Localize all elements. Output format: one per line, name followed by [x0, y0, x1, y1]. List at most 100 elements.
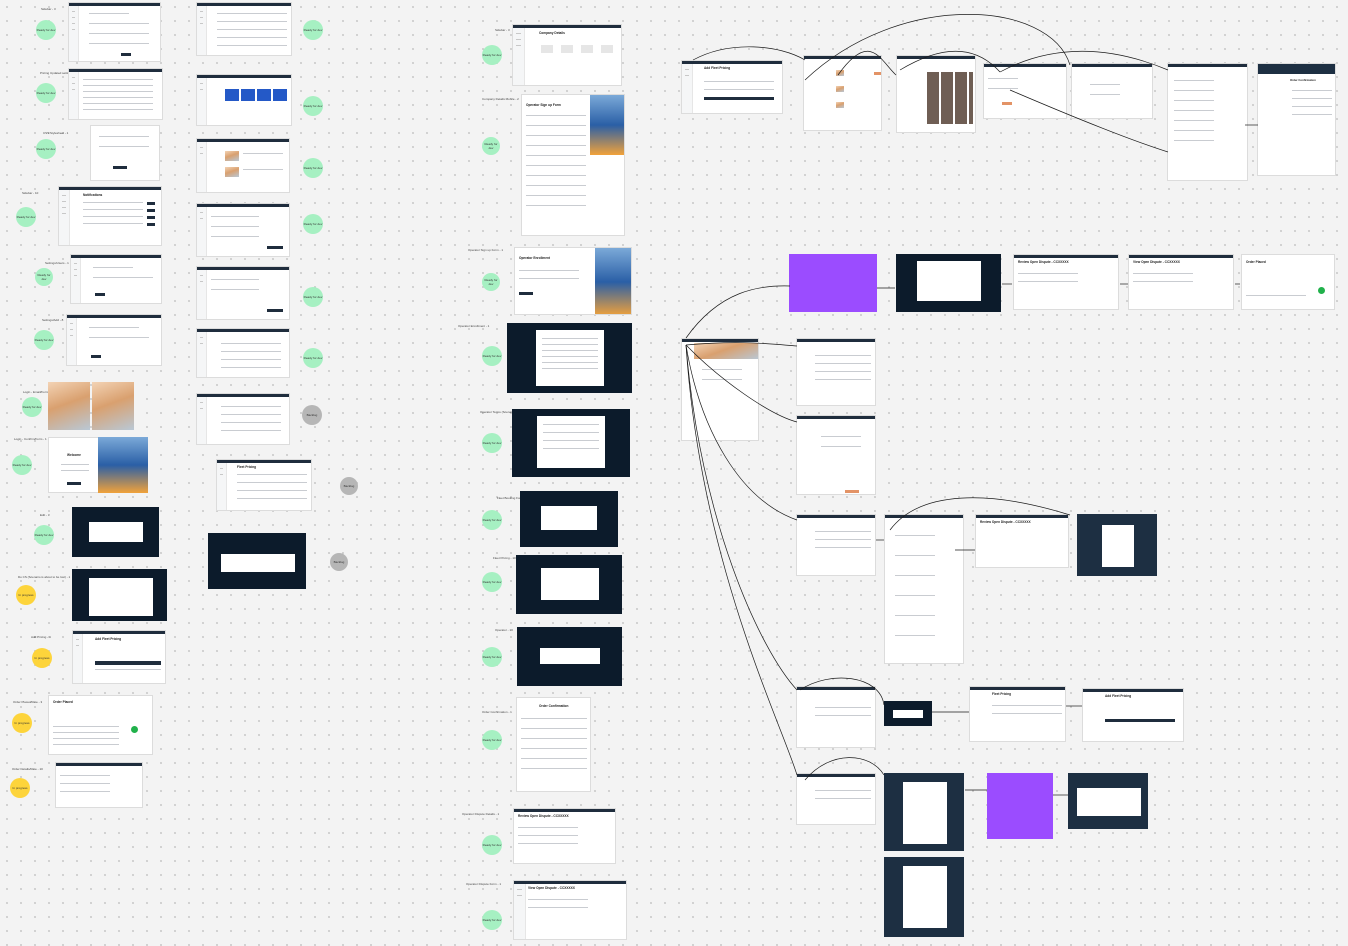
placeholder-purple-block[interactable] — [789, 254, 877, 312]
flow-fleet-details[interactable] — [983, 63, 1067, 119]
frame-stylesheet[interactable] — [90, 125, 160, 181]
flow-order-placed[interactable]: Order Placed — [1241, 254, 1335, 310]
frame-terms-modal[interactable] — [507, 323, 632, 393]
frame-order-confirmation[interactable]: Order Confirmation — [516, 697, 591, 792]
frame-add-fleet-pricing[interactable]: Add Fleet Pricing — [72, 630, 166, 684]
status-badge[interactable]: Ready for dev — [482, 433, 502, 453]
frame-pricing-modal[interactable] — [208, 533, 306, 589]
status-badge[interactable]: Ready for dev — [482, 572, 502, 592]
status-badge[interactable]: Ready for dev — [482, 137, 500, 155]
status-badge[interactable]: Ready for dev — [12, 455, 32, 475]
jet-image — [98, 437, 148, 493]
flow-review-dispute-2[interactable]: Review Open Dispute - CCXXXXX — [975, 514, 1069, 568]
frame-fleet-pricing-grid[interactable] — [196, 328, 290, 378]
status-badge[interactable]: In progress — [12, 713, 32, 733]
frame-operator-signup[interactable]: Operator Sign up Form — [521, 94, 625, 236]
frame-company-details[interactable]: Company Details — [512, 24, 622, 86]
flow-table-1[interactable] — [796, 338, 876, 406]
frame-view-dispute[interactable]: View Open Dispute - CCXXXXX — [513, 880, 627, 940]
status-badge[interactable]: Ready for dev — [482, 45, 502, 65]
flow-modal-darkblue[interactable] — [1077, 514, 1157, 576]
flow-fleet-pricing[interactable]: Fleet Pricing — [969, 686, 1066, 742]
flow-table-4[interactable] — [796, 773, 876, 825]
frame-fleet-pricing[interactable]: Fleet Pricing — [216, 459, 312, 511]
frame-sidebar-table[interactable] — [196, 393, 290, 445]
flow-long-form[interactable] — [884, 514, 964, 664]
placeholder-purple-block-2[interactable] — [987, 773, 1053, 839]
flow-small-modal[interactable] — [884, 701, 932, 726]
frame-operator-enrollment[interactable]: Operator Enrollment — [514, 247, 632, 315]
status-badge[interactable]: Ready for dev — [482, 910, 502, 930]
frame-operator-modal[interactable] — [517, 627, 622, 686]
status-badge[interactable]: Backlog — [302, 405, 322, 425]
frame-settings-add[interactable] — [66, 314, 162, 366]
save-button[interactable] — [121, 53, 131, 56]
frame-lost-modal[interactable] — [72, 569, 167, 621]
status-badge[interactable]: Ready for dev — [36, 83, 56, 103]
success-check-icon — [131, 726, 138, 733]
status-badge[interactable]: Ready for dev — [482, 273, 500, 291]
frame-fleet-form-1[interactable] — [196, 203, 290, 257]
status-badge[interactable]: Backlog — [340, 477, 358, 495]
frame-label: Do CS (Scenario is about to be lost) - 1 — [18, 575, 71, 579]
frame-fleet-list[interactable] — [196, 138, 290, 193]
frame-notifications[interactable]: Notifications — [58, 186, 162, 246]
status-badge[interactable]: Ready for dev — [303, 214, 323, 234]
frame-pricing-table[interactable] — [68, 68, 163, 120]
status-badge[interactable]: Ready for dev — [482, 835, 502, 855]
status-badge[interactable]: Ready for dev — [34, 525, 54, 545]
status-badge[interactable]: Ready for dev — [36, 20, 56, 40]
frame-review-dispute[interactable]: Review Open Dispute - CCXXXXX — [513, 808, 616, 864]
flow-form-modal-2[interactable] — [884, 857, 964, 937]
status-badge[interactable]: Ready for dev — [303, 287, 323, 307]
status-badge[interactable]: Ready for dev — [303, 158, 323, 178]
status-badge[interactable]: Ready for dev — [303, 96, 323, 116]
frame-fleet-form-2[interactable] — [196, 266, 290, 320]
login-hero-image — [48, 382, 90, 430]
status-badge[interactable]: Ready for dev — [482, 730, 502, 750]
frame-edit-modal[interactable] — [72, 507, 159, 557]
status-badge[interactable]: Ready for dev — [303, 348, 323, 368]
status-badge[interactable]: Ready for dev — [36, 139, 56, 159]
flow-fleet-list[interactable] — [803, 55, 882, 131]
status-badge[interactable]: Ready for dev — [482, 647, 502, 667]
flow-order-confirmation[interactable]: Order Confirmation — [1257, 63, 1336, 176]
status-badge[interactable]: Backlog — [330, 553, 348, 571]
flow-form-1[interactable] — [796, 415, 876, 495]
flow-review-dispute[interactable]: Review Open Dispute - CCXXXXX — [1013, 254, 1119, 310]
frame-welcome[interactable]: Welcome — [48, 437, 100, 493]
status-badge[interactable]: Ready for dev — [35, 268, 53, 286]
flow-dark-modal[interactable] — [896, 254, 1001, 312]
flow-add-fleet-pricing[interactable]: Add Fleet Pricing — [681, 60, 783, 114]
frame-sidebar-settings[interactable] — [68, 2, 161, 62]
flow-pricing-modal[interactable] — [1068, 773, 1148, 829]
flow-form-modal-1[interactable] — [884, 773, 964, 851]
status-badge[interactable]: Ready for dev — [34, 330, 54, 350]
status-badge[interactable]: Ready for dev — [482, 510, 502, 530]
frame-fleet-pricing-modal[interactable] — [520, 491, 618, 547]
flow-hub-screen[interactable] — [681, 338, 759, 441]
flow-table-3[interactable] — [796, 686, 876, 748]
status-badge[interactable]: Ready for dev — [482, 346, 502, 366]
frame-booking-modal[interactable] — [512, 409, 630, 477]
frame-users-table[interactable] — [196, 2, 292, 56]
flow-fleet-form[interactable] — [1071, 63, 1153, 119]
flow-add-fleet-pricing-2[interactable]: Add Fleet Pricing — [1082, 688, 1184, 742]
status-badge[interactable]: Ready for dev — [16, 207, 36, 227]
status-badge[interactable]: Ready for dev — [303, 20, 323, 40]
frame-settings-users[interactable] — [70, 254, 162, 304]
frame-order-placed[interactable]: Order Placed — [48, 695, 153, 755]
flow-table-2[interactable] — [796, 514, 876, 576]
flow-view-dispute[interactable]: View Open Dispute - CCXXXXX — [1128, 254, 1234, 310]
flow-fleet-gallery[interactable] — [896, 55, 976, 133]
status-badge[interactable]: Ready for dev — [22, 397, 42, 417]
frame-order-details[interactable] — [55, 762, 143, 808]
status-badge[interactable]: In progress — [16, 585, 36, 605]
status-badge[interactable]: In progress — [10, 778, 30, 798]
frame-fleet-tiles[interactable] — [196, 74, 292, 126]
status-badge[interactable]: In progress — [32, 648, 52, 668]
flow-booking-form[interactable] — [1167, 63, 1248, 181]
frame-pricing-edit-modal[interactable] — [516, 555, 622, 614]
